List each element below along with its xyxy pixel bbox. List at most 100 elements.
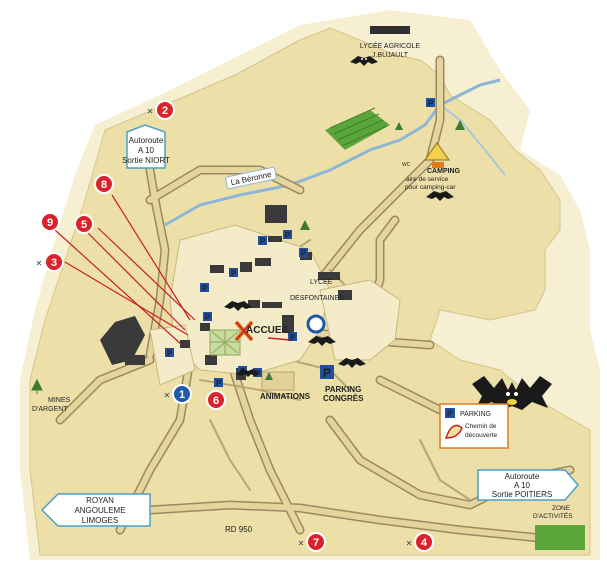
pin-4-number: 4 xyxy=(421,537,428,549)
legend-parking-icon xyxy=(445,408,455,418)
restaurant-pins: 1 ✕ 2 ✕ 3 ✕ 4 ✕ 5 6 7 ✕ xyxy=(36,100,434,552)
svg-text:P: P xyxy=(167,349,173,358)
sign-poitiers-line-3: Sortie POITIERS xyxy=(492,490,552,499)
pin-8-number: 8 xyxy=(101,179,107,191)
zone-activites-area xyxy=(535,525,585,550)
sign-niort-line-1: Autoroute xyxy=(129,136,164,145)
sign-niort-line-3: Sortie NIORT xyxy=(122,156,170,165)
pin-6-number: 6 xyxy=(213,395,219,407)
parking-icon: P xyxy=(299,248,308,258)
pin-9-number: 9 xyxy=(47,217,53,229)
label-animations: ANIMATIONS xyxy=(260,392,311,401)
restaurant-icon: ✕ xyxy=(406,539,413,548)
vineyard-field xyxy=(325,107,390,150)
svg-text:P: P xyxy=(260,237,266,246)
label-mines-1: MINES xyxy=(48,397,71,404)
svg-text:P: P xyxy=(205,313,211,322)
pin-5-number: 5 xyxy=(81,219,87,231)
pin-7-number: 7 xyxy=(313,537,319,549)
parking-icon: P xyxy=(229,268,238,278)
legend: P PARKING Chemin de découverte xyxy=(439,403,509,449)
svg-text:P: P xyxy=(290,333,296,342)
parking-icon: P xyxy=(258,236,267,246)
bat-mascot-icon xyxy=(338,358,366,368)
legend-chemin-label-1: Chemin de xyxy=(465,423,497,430)
bat-mascot-icon xyxy=(426,191,454,201)
camping-site: WC xyxy=(402,142,450,168)
label-parking-congres-1: PARKING xyxy=(325,385,361,394)
label-camping-1: CAMPING xyxy=(427,168,461,175)
label-accueil: ACCUEIL xyxy=(246,325,290,336)
pin-1-number: 1 xyxy=(179,389,185,401)
svg-text:P: P xyxy=(216,379,222,388)
parking-icon: P xyxy=(283,230,292,240)
parking-icon: P xyxy=(165,348,174,358)
parking-icon: P xyxy=(288,332,297,342)
pin-9: 9 xyxy=(40,212,60,232)
svg-text:WC: WC xyxy=(402,162,411,168)
sign-royan: ROYAN ANGOULEME LIMOGES xyxy=(40,493,151,527)
pin-8: 8 xyxy=(94,174,114,194)
restaurant-icon: ✕ xyxy=(36,259,43,268)
pin-3: 3 ✕ xyxy=(36,252,64,272)
parking-congres-icon: P xyxy=(320,365,334,380)
tree-icons xyxy=(31,120,465,394)
bat-mascot-icon xyxy=(224,301,252,311)
bat-mascot-icon xyxy=(308,336,336,346)
accueil-marker xyxy=(234,320,291,342)
bat-mascot-icon xyxy=(350,56,378,66)
svg-text:P: P xyxy=(285,231,291,240)
svg-text:P: P xyxy=(428,99,434,108)
parking-icon: P xyxy=(203,312,212,322)
label-lycee-agricole-1: LYCÉE AGRICOLE xyxy=(360,41,421,50)
river-upper xyxy=(439,104,506,176)
river xyxy=(164,78,501,227)
legend-path-icon xyxy=(444,424,463,439)
label-lycee-desfontaines-1: LYCÉE xyxy=(310,277,333,286)
bat-mascot-icon xyxy=(236,369,260,377)
lycee-agricole-building xyxy=(370,26,410,34)
legend-chemin-label-2: découverte xyxy=(465,432,498,439)
restaurant-icon: ✕ xyxy=(164,391,171,400)
legend-parking-label: PARKING xyxy=(460,411,491,418)
svg-text:P: P xyxy=(323,366,331,380)
pin-2-number: 2 xyxy=(162,105,168,117)
label-lycee-desfontaines-2: DESFONTAINES xyxy=(290,295,344,302)
parking-icon: P xyxy=(214,378,223,388)
pin-4: 4 ✕ xyxy=(406,532,434,552)
pin-2: 2 ✕ xyxy=(147,100,175,120)
pin-5: 5 xyxy=(74,214,94,234)
sign-autoroute-poitiers: Autoroute A 10 Sortie POITIERS xyxy=(477,469,579,501)
restaurant-icon: ✕ xyxy=(298,539,305,548)
label-zone-2: D'ACTIVITÉS xyxy=(533,511,573,520)
main-square-pattern xyxy=(210,330,240,355)
bat-mascot-large-icon xyxy=(472,376,552,410)
buildings xyxy=(100,205,352,380)
svg-text:P: P xyxy=(301,249,307,258)
label-rd950: RD 950 xyxy=(225,525,253,534)
parking-icon: P xyxy=(426,98,435,108)
sign-niort-line-2: A 10 xyxy=(138,146,155,155)
pin-7: 7 ✕ xyxy=(298,532,326,552)
sign-poitiers-line-1: Autoroute xyxy=(505,472,540,481)
sign-royan-line-1: ROYAN xyxy=(86,496,114,505)
pin-3-number: 3 xyxy=(51,257,57,269)
svg-text:P: P xyxy=(202,284,208,293)
restaurant-icon: ✕ xyxy=(147,107,154,116)
info-icon xyxy=(306,314,326,334)
bat-mascots xyxy=(224,56,552,410)
sign-poitiers-line-2: A 10 xyxy=(514,481,531,490)
label-zone-1: ZONE xyxy=(552,505,571,512)
label-mines-2: D'ARGENT xyxy=(32,406,68,413)
parking-icon: P xyxy=(200,283,209,293)
legend-parking-icon-letter: P xyxy=(447,410,453,419)
restaurant-locator-lines xyxy=(54,194,196,346)
svg-text:P: P xyxy=(231,269,237,278)
sign-royan-line-2: ANGOULEME xyxy=(74,506,125,515)
sign-autoroute-niort: Autoroute A 10 Sortie NIORT xyxy=(122,124,170,169)
label-parking-congres-2: CONGRÈS xyxy=(323,394,364,403)
pin-1: 1 ✕ xyxy=(164,384,192,404)
pin-6: 6 xyxy=(206,390,226,410)
